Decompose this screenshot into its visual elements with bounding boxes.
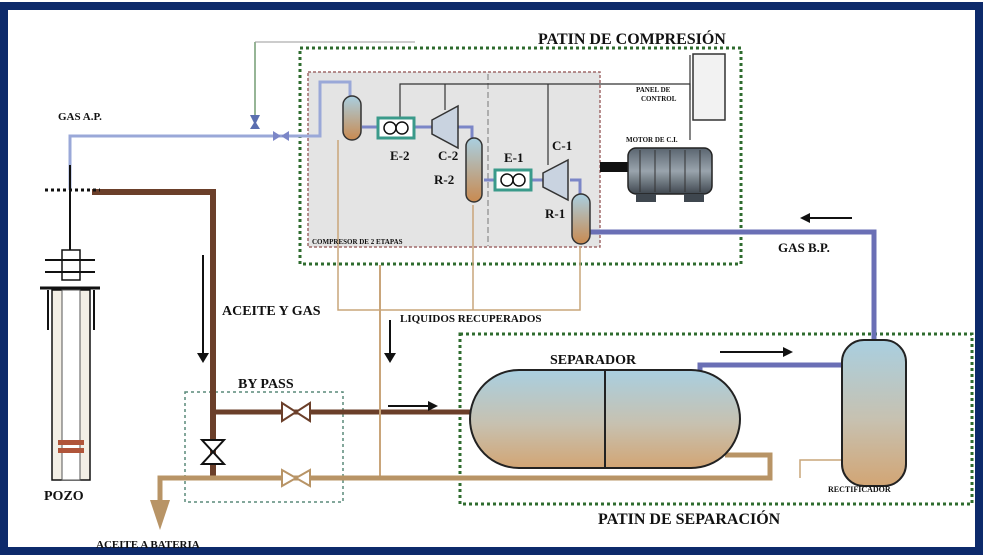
compressor-c1 [542,158,569,202]
exchanger-e2 [376,116,416,140]
gas-line-3 [458,125,474,140]
arrow-down-bateria [150,500,170,530]
rectificador-drain [799,459,842,478]
label-liquidos: LIQUIDOS RECUPERADOS [400,313,542,325]
separator-vessel [469,369,741,469]
label-panel-de: PANEL DE [636,86,671,94]
bypass-box [184,391,344,503]
label-r2: R-2 [434,172,454,187]
arrow-right-bypass [388,401,438,411]
rectificador-vessel [841,339,907,487]
exchanger-e1 [493,168,533,192]
label-gas-bp: GAS B.P. [778,240,830,255]
label-by-pass: BY PASS [238,377,294,392]
label-control: CONTROL [641,95,677,103]
motor-icon [600,147,713,202]
arrow-down-aceite [197,255,209,363]
vessel-r2 [465,137,483,203]
label-separador: SEPARADOR [550,353,637,368]
arrow-left-gas-bp [800,213,852,223]
control-panel [692,53,726,121]
title-patin-compresion: PATIN DE COMPRESIÓN [538,29,726,48]
gas-sep-line [697,362,845,375]
label-c1: C-1 [552,138,572,153]
label-rectificador: RECTIFICADOR [828,485,891,494]
valve-main [199,439,227,465]
patin-separacion-box [458,332,974,506]
aceite-bateria-line [157,452,773,500]
label-e1: E-1 [504,150,524,165]
pozo-well [40,165,100,481]
arrow-right-separador [720,347,793,357]
label-r1: R-1 [545,206,565,221]
label-pozo: POZO [44,489,84,504]
valve-bypass-top [281,401,311,423]
vessel-r1 [571,193,591,245]
vessel-inlet [342,95,362,141]
compressor-c2 [431,104,459,150]
label-aceite-y-gas: ACEITE Y GAS [222,304,321,319]
label-e2: E-2 [390,148,410,163]
gas-line-6 [570,178,582,196]
valve-bypass-bottom [281,468,311,488]
valve-gas-ap-2 [273,131,289,141]
label-c2: C-2 [438,148,458,163]
liquidos-line-1 [337,140,581,311]
label-motor: MOTOR DE C.I. [626,136,678,144]
arrow-down-liquidos [384,320,396,363]
valve-gas-ap [250,115,260,129]
gas-ap-line [68,80,352,190]
aceite-gas-line [92,189,216,478]
label-aceite-bateria: ACEITE A BATERIA [96,539,200,551]
patin-compresion-box [298,46,743,266]
label-compresor-2-etapas: COMPRESOR DE 2 ETAPAS [312,238,403,246]
label-gas-ap: GAS A.P. [58,111,102,123]
gas-bp-line [590,229,877,340]
title-patin-separacion: PATIN DE SEPARACIÓN [598,509,781,528]
